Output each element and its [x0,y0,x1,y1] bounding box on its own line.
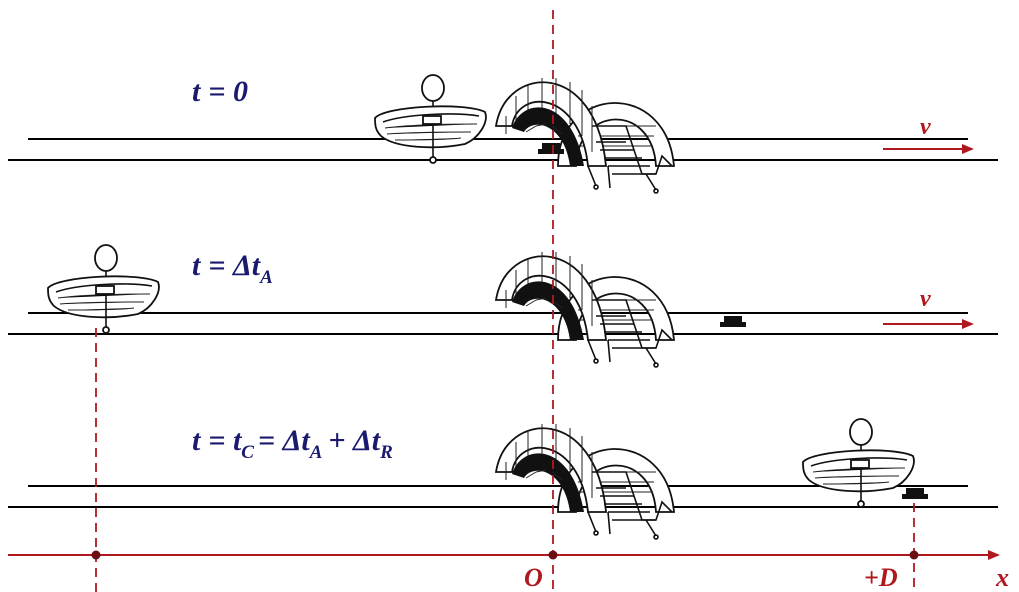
floating-hat-icon [720,316,746,327]
boat-with-rower-icon [47,244,160,334]
frame-2: v t= ΔtA [8,244,998,368]
axis-point [91,550,101,560]
distance-label: +D [864,563,898,592]
frame-3: t= tC= ΔtA+ ΔtR [8,418,998,540]
bridge-icon [495,77,675,194]
velocity-label: v [920,114,931,140]
bridge-icon [495,251,675,368]
origin-label: O [524,563,543,592]
axis-point-distance [909,550,919,560]
x-axis: O +D x [8,550,1009,592]
boat-with-rower-icon [802,418,915,508]
velocity-label: v [920,286,931,312]
bridge-icon [495,423,675,540]
time-label: t= tC= ΔtA+ ΔtR [192,424,393,463]
axis-point-origin [548,550,558,560]
frame-1: v t= 0 [8,74,998,194]
x-axis-label: x [995,563,1009,592]
time-label: t= ΔtA [192,249,273,288]
boat-with-rower-icon [374,74,487,164]
time-label: t= 0 [192,75,248,108]
floating-hat-icon [902,488,928,499]
